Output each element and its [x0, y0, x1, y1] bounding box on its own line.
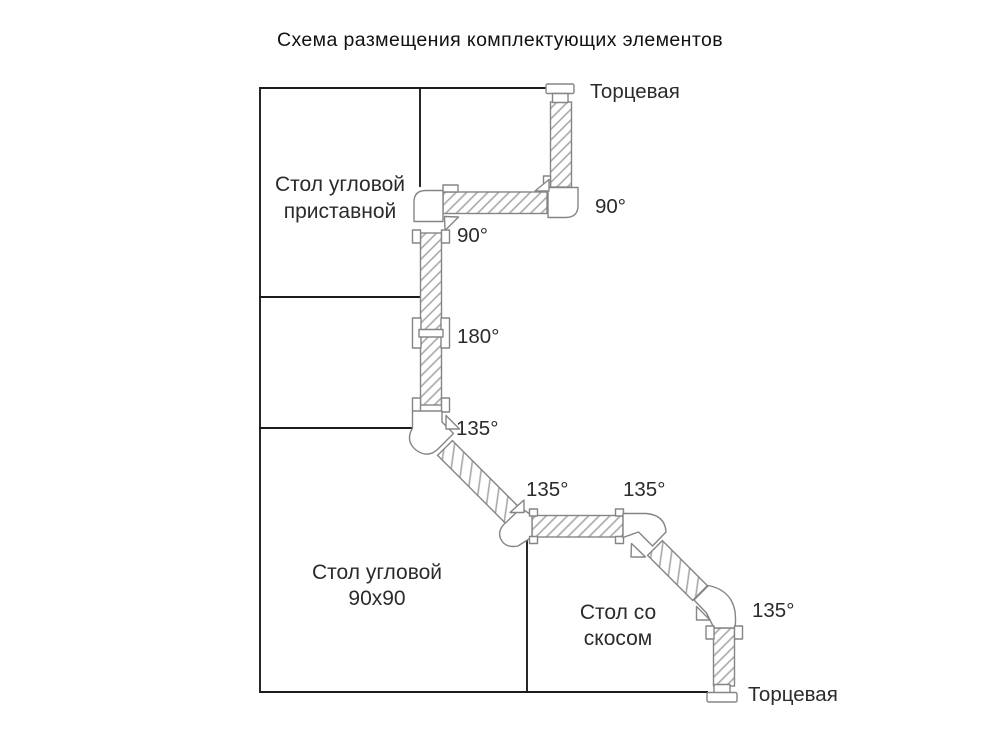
section-label-bevel: Стол со скосом [580, 601, 656, 650]
connector-135-bend3 [614, 508, 667, 558]
end-cap-top-tab [551, 92, 569, 104]
connector-body [408, 410, 455, 455]
profile-strip-diagonal-2 [646, 539, 709, 602]
section-label-line2: скосом [584, 627, 652, 650]
end-cap-bottom-tab [713, 683, 731, 694]
connector-tab [440, 397, 451, 413]
section-label-corner-attach: Стол угловой приставной [275, 173, 405, 223]
angle-label-180: 180° [457, 325, 499, 348]
connector-notch [695, 605, 711, 621]
connector-notch [534, 178, 550, 192]
section-label-line2: приставной [284, 200, 397, 223]
connector-180 [411, 317, 451, 349]
connector-gap [418, 328, 444, 338]
connector-tab [705, 625, 715, 640]
diagram-title: Схема размещения комплектующих элементов [277, 29, 723, 51]
connector-tab [440, 229, 451, 244]
connector-notch [630, 542, 647, 558]
section-label-line2: 90х90 [348, 587, 405, 610]
angle-label-135-2: 135° [526, 478, 568, 501]
connector-body [413, 189, 444, 223]
angle-label-135-3: 135° [623, 478, 665, 501]
connector-notch [445, 414, 461, 430]
end-cap-bottom-label: Торцевая [748, 683, 838, 706]
profile-strip-diagonal-1 [436, 439, 522, 525]
angle-label-135-1: 135° [456, 417, 498, 440]
section-label-line1: Стол угловой [312, 561, 442, 584]
profile-strip-bottom-horizontal [531, 514, 624, 538]
section-label-line1: Стол угловой [275, 173, 405, 196]
angle-label-90-right: 90° [595, 195, 626, 218]
profile-strip-top-horizontal [442, 191, 548, 215]
end-cap-top [545, 83, 575, 104]
connector-tab [614, 508, 625, 517]
connector-tab [733, 625, 744, 640]
plan-outline [259, 87, 708, 693]
angle-label-135-4: 135° [752, 599, 794, 622]
end-cap-bottom-flange [706, 691, 738, 703]
profile-strip-mid-vertical [419, 232, 443, 406]
connector-notch [509, 499, 525, 514]
connector-tab [442, 184, 459, 193]
section-label-line1: Стол со [580, 601, 656, 624]
connector-body [547, 186, 579, 219]
connector-body [498, 507, 533, 548]
connector-body [622, 512, 667, 547]
angle-label-90-left: 90° [457, 224, 488, 247]
end-cap-top-label: Торцевая [590, 80, 680, 103]
connector-tab [528, 508, 539, 517]
connector-notch [443, 215, 460, 232]
profile-strip-bottom-vertical [712, 627, 736, 687]
connector-tab [411, 397, 422, 413]
end-cap-top-flange [545, 83, 575, 95]
profile-strip-top-vertical [549, 101, 573, 188]
connector-tab [528, 535, 539, 545]
connector-tab [411, 229, 422, 244]
section-label-corner-90: Стол угловой 90х90 [312, 561, 442, 610]
connector-135-bend4 [693, 584, 744, 640]
connector-135-bend1 [408, 397, 461, 455]
connector-90-top-left [411, 184, 460, 244]
connector-90-top-right [534, 175, 579, 219]
connector-135-bend2 [498, 499, 539, 548]
connector-tab [614, 535, 625, 545]
end-cap-bottom [706, 683, 738, 703]
